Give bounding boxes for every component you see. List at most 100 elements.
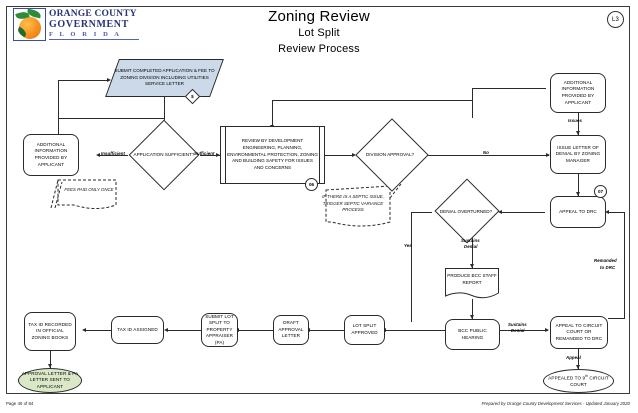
node-draft-approval-letter-label: DRAFT APPROVAL LETTER: [278, 320, 304, 339]
connector-lotsplit-to-draft: [309, 330, 344, 331]
appealed-sup: th: [585, 373, 589, 378]
edge-label-issues: Issues: [568, 118, 582, 123]
node-tax-id-recorded[interactable]: TAX ID RECORDED IN OFFICIAL ZONING BOOKS: [24, 312, 76, 351]
connector-recorded-to-approval: [50, 351, 51, 368]
connector-sufficient: [200, 155, 220, 156]
node-lot-split-approved[interactable]: LOT SPLIT APPROVED: [344, 315, 385, 345]
edge-label-no: No: [483, 150, 489, 155]
arrow-to-denial-overturned: [498, 209, 502, 214]
connector-band-riser: [472, 88, 473, 100]
connector-submit-split: [58, 118, 165, 119]
arrow-to-appeal-drc: [575, 192, 580, 196]
arrow-to-appeal-circuit: [545, 327, 549, 332]
node-additional-info-right-label: ADDITIONAL INFORMATION PROVIDED BY APPLI…: [561, 79, 595, 105]
page-subtitle: Lot Split: [298, 27, 340, 39]
arrow-into-submit: [107, 77, 111, 82]
connector-submit-down: [164, 97, 165, 119]
connector-remanded-in: [608, 212, 611, 213]
marker-step-07a: 07: [594, 185, 607, 198]
arrow-to-tax-id-assigned: [164, 327, 168, 332]
arrow-sufficient: [216, 152, 220, 157]
node-tax-id-assigned[interactable]: TAX ID ASSIGNED: [111, 316, 164, 344]
edge-label-insufficient: Insufficient: [101, 151, 126, 156]
page-title: Zoning Review: [268, 8, 370, 25]
footer-prepared-by: Prepared by Orange County Development Se…: [481, 401, 630, 406]
node-tax-id-assigned-label: TAX ID ASSIGNED: [117, 326, 158, 332]
connector-remanded-top: [610, 212, 625, 213]
connector-remanded-up: [624, 212, 625, 319]
node-application-sufficient[interactable]: APPLICATION SUFFICIENT?: [128, 119, 200, 191]
arrow-to-9th-circuit: [575, 365, 580, 369]
orange-county-logo: ORANGE COUNTY GOVERNMENT F L O R I D A: [13, 8, 139, 42]
edge-label-sufficient: Sufficient: [194, 151, 215, 156]
page-subtitle-2: Review Process: [278, 43, 360, 55]
node-application-sufficient-label: APPLICATION SUFFICIENT?: [133, 151, 195, 157]
node-appeal-circuit-court[interactable]: APPEAL TO CIRCUIT COURT OR REMANDED TO D…: [550, 316, 608, 349]
node-issue-letter-denial-label: ISSUE LETTER OF DENIAL BY ZONING MANAGER: [555, 144, 601, 163]
marker-step-06-label: 06: [308, 182, 315, 187]
arrow-to-produce-report: [469, 264, 474, 268]
marker-step-07a-label: 07: [597, 189, 604, 194]
connector-appeal-to-overturned: [501, 212, 545, 213]
node-approval-letter-sent-label: APPROVAL LETTER & PA LETTER SENT TO APPL…: [21, 370, 79, 389]
page-corner-marker: L3: [607, 11, 624, 28]
document-shape: [445, 268, 499, 299]
note-fees-paid-outline: [50, 179, 117, 209]
marker-step-06: 06: [305, 178, 318, 191]
connector-to-additional-info-right: [472, 88, 546, 89]
node-appealed-9th-circuit[interactable]: APPEALED TO 9th CIRCUIT COURT: [543, 369, 614, 393]
appealed-post: CIRCUIT COURT: [570, 375, 609, 387]
node-division-approval-label: DIVISION APPROVAL?: [365, 151, 415, 157]
edge-label-sustains-denial-2b: Denial: [511, 328, 525, 333]
node-bcc-public-hearing[interactable]: BCC PUBLIC HEARING: [445, 319, 500, 350]
node-denial-overturned[interactable]: DENIAL OVERTURNED?: [432, 178, 500, 244]
node-additional-info-left[interactable]: ADDITIONAL INFORMATION PROVIDED BY APPLI…: [23, 134, 79, 176]
node-appeal-to-drc-label: APPEAL TO DRC: [559, 208, 597, 214]
connector-hearing-sustains: [500, 330, 548, 331]
connector-yes-down: [411, 212, 412, 322]
footer-page-number: Page 40 of 84: [6, 401, 34, 406]
appealed-pre: APPEALED TO 9: [548, 375, 586, 381]
node-bcc-public-hearing-label: BCC PUBLIC HEARING: [458, 327, 487, 340]
connector-additional-info-right-down: [578, 113, 579, 135]
note-fees-paid-label: FEES PAID ONLY ONCE: [64, 186, 114, 192]
node-additional-info-right[interactable]: ADDITIONAL INFORMATION PROVIDED BY APPLI…: [550, 73, 606, 113]
node-lot-split-approved-label: LOT SPLIT APPROVED: [351, 323, 378, 335]
logo-rule: [49, 39, 139, 40]
node-issue-letter-denial[interactable]: ISSUE LETTER OF DENIAL BY ZONING MANAGER: [550, 135, 606, 174]
node-submit-lot-split-pa[interactable]: SUBMIT LOT SPLIT TO PROPERTY APPRAISER (…: [201, 313, 238, 347]
node-draft-approval-letter[interactable]: DRAFT APPROVAL LETTER: [273, 315, 309, 345]
note-septic: IF THERE IS A SEPTIC ISSUE, TRIGGER SEPT…: [322, 186, 384, 222]
logo-frame: [13, 8, 46, 41]
node-appeal-to-drc[interactable]: APPEAL TO DRC: [550, 196, 606, 228]
logo-line-1: ORANGE COUNTY: [49, 9, 137, 19]
connector-denial-to-appeal: [578, 174, 579, 196]
connector-review-top: [272, 100, 273, 128]
connector-report-to-hearing: [472, 299, 473, 319]
connector-top-band: [272, 100, 472, 101]
connector-overturned-sustains: [472, 232, 473, 268]
edge-label-remanded-b: to DRC: [600, 265, 616, 270]
node-division-approval[interactable]: DIVISION APPROVAL?: [354, 118, 429, 192]
arrow-to-bcc-hearing: [469, 315, 474, 319]
connector-to-additional-info-left: [58, 118, 59, 134]
node-approval-letter-sent[interactable]: APPROVAL LETTER & PA LETTER SENT TO APPL…: [18, 368, 82, 393]
node-submit-application[interactable]: SUBMIT COMPLETED APPLICATION & FEE TO ZO…: [105, 59, 224, 97]
connector-top-band-down: [472, 100, 473, 118]
note-septic-label: IF THERE IS A SEPTIC ISSUE, TRIGGER SEPT…: [322, 194, 384, 213]
connector-left-return-up: [58, 80, 59, 118]
edge-label-remanded-a: Remanded: [594, 258, 617, 263]
connector-review-to-division: [325, 155, 354, 156]
arrow-to-tax-id-recorded: [82, 327, 86, 332]
edge-label-sustains-denial-2a: Sustains: [508, 322, 527, 327]
edge-label-yes: Yes: [404, 243, 412, 248]
node-review-by-development[interactable]: REVIEW BY DEVELOPMENT ENGINEERING, PLANN…: [220, 126, 325, 184]
connector-left-return-right: [58, 80, 108, 81]
node-produce-bcc-staff-report[interactable]: PRODUCE BCC STAFF REPORT: [445, 268, 499, 300]
edge-label-sustains-denial-1a: Sustains: [461, 238, 480, 243]
connector-hearing-to-lotsplit: [385, 330, 445, 331]
arrow-to-approval-letter: [47, 364, 52, 368]
connector-pa-to-taxid: [167, 330, 201, 331]
arrow-issues-down: [575, 131, 580, 135]
connector-no: [424, 155, 549, 156]
